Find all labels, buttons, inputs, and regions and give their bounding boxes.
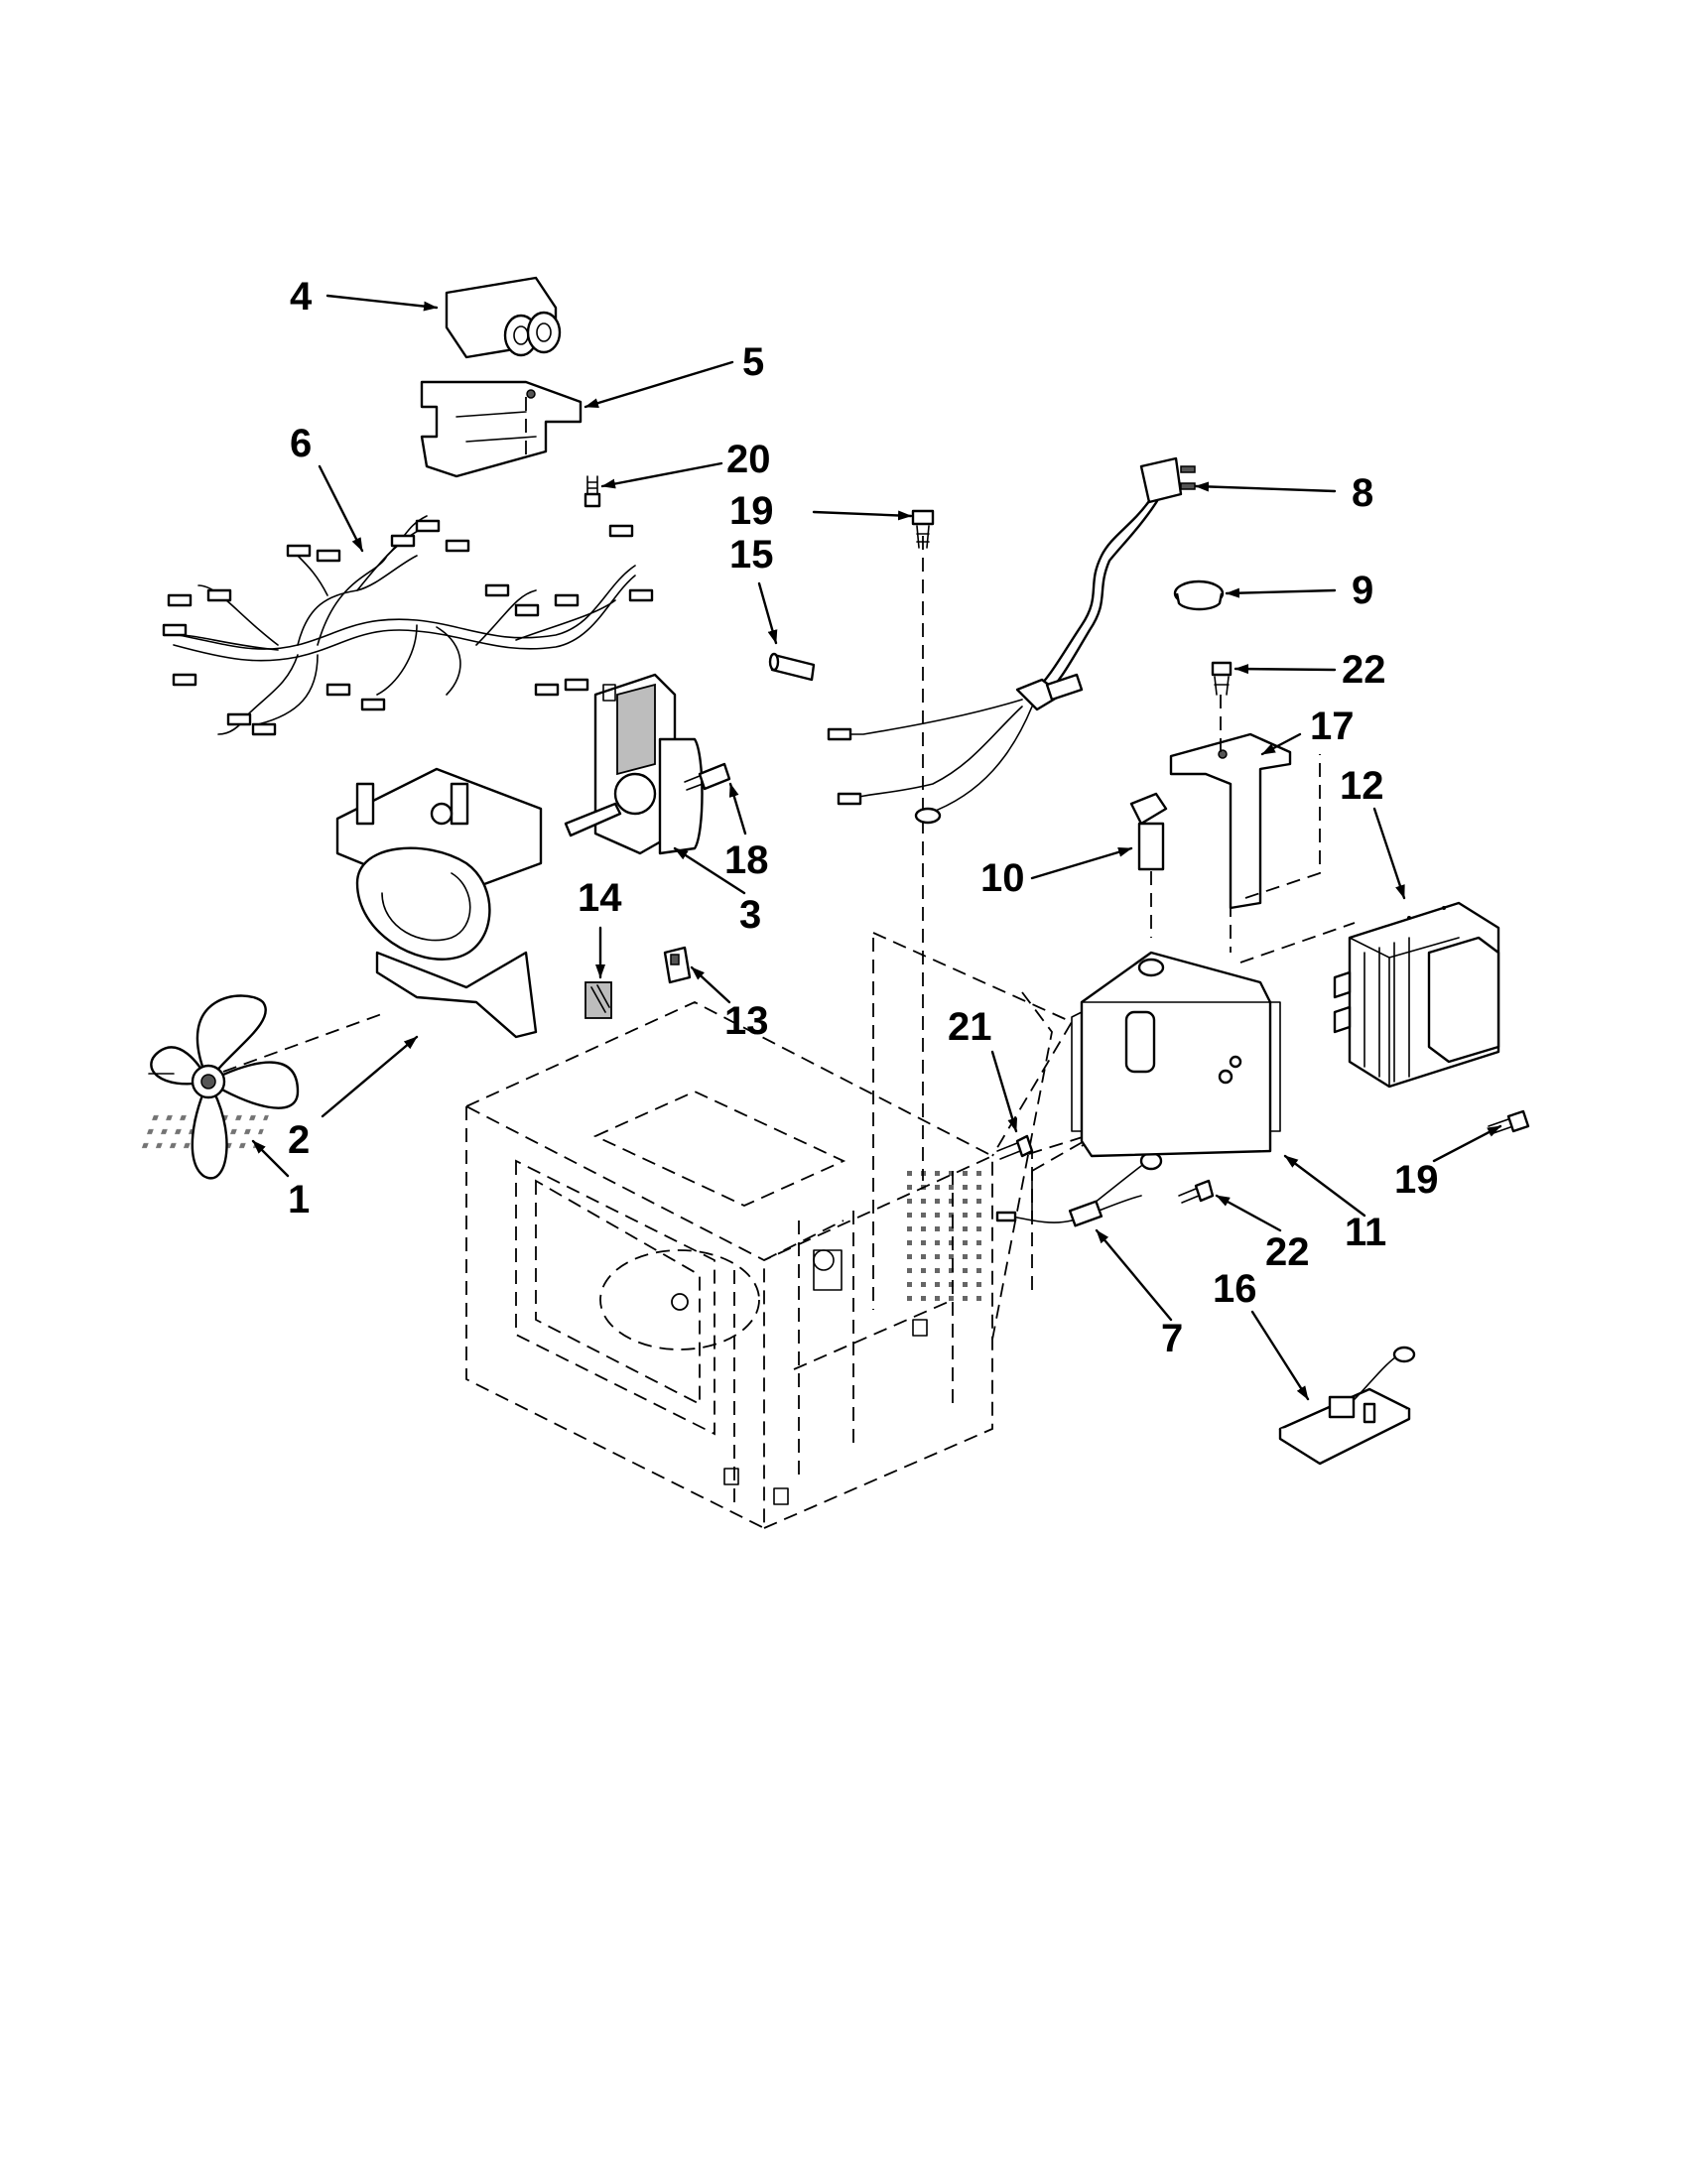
callout-9: 9 (1352, 569, 1373, 612)
callout-1: 1 (288, 1178, 310, 1221)
screw-22-bottom-part (1178, 1179, 1215, 1204)
callout-15: 15 (729, 533, 774, 577)
transformer-part (1333, 901, 1500, 1089)
callout-17: 17 (1310, 705, 1355, 748)
harness-connectors (162, 519, 654, 736)
mounting-bracket-part (1071, 951, 1281, 1158)
callout-21: 21 (948, 1005, 992, 1049)
callout-22-top: 22 (1342, 648, 1386, 692)
callout-5: 5 (742, 340, 764, 384)
callout-2: 2 (288, 1118, 310, 1162)
switch-part (663, 946, 692, 984)
callout-18: 18 (724, 838, 769, 882)
callout-10: 10 (980, 856, 1025, 900)
screw-18-part (684, 762, 731, 791)
heat-shield-part (1169, 695, 1321, 953)
callout-7: 7 (1161, 1317, 1183, 1360)
callout-16: 16 (1213, 1267, 1257, 1311)
fan-bracket-part (335, 767, 543, 1039)
microwave-cabinet (136, 536, 1356, 1530)
callout-20: 20 (726, 438, 771, 481)
power-cord-part (827, 456, 1196, 825)
callout-labels: 4 5 6 20 19 15 8 9 22 17 12 10 18 3 14 1… (288, 275, 1439, 1360)
callout-19-right: 19 (1394, 1158, 1439, 1202)
diode-part (1129, 792, 1168, 938)
callout-12: 12 (1340, 764, 1384, 808)
screw-22-top-part (1211, 661, 1233, 696)
callout-22-bottom: 22 (1265, 1230, 1310, 1274)
screw-19-top-part (911, 509, 935, 549)
callout-3: 3 (739, 893, 761, 937)
capacitor-bracket-part (420, 380, 583, 478)
noise-filter-part (1278, 1346, 1416, 1466)
screw-20-part (584, 475, 601, 508)
capacitor-part (445, 276, 562, 359)
callout-14: 14 (578, 876, 622, 920)
fan-blade-part (148, 994, 388, 1180)
screw-21-part (996, 1134, 1034, 1160)
fan-motor-part (564, 673, 704, 855)
callout-11: 11 (1345, 1211, 1386, 1254)
callout-4: 4 (290, 275, 313, 319)
fuse-part (768, 652, 816, 682)
callout-6: 6 (290, 422, 312, 465)
callout-13: 13 (724, 999, 769, 1043)
wire-harness-part (162, 515, 654, 736)
callout-19-top: 19 (729, 489, 774, 533)
screw-19-right-part (1488, 1109, 1530, 1135)
filter-pad-part (584, 981, 612, 1019)
thermal-cutoff-part (1173, 579, 1225, 611)
callout-8: 8 (1352, 471, 1373, 515)
leader-arrows (251, 294, 1502, 1401)
